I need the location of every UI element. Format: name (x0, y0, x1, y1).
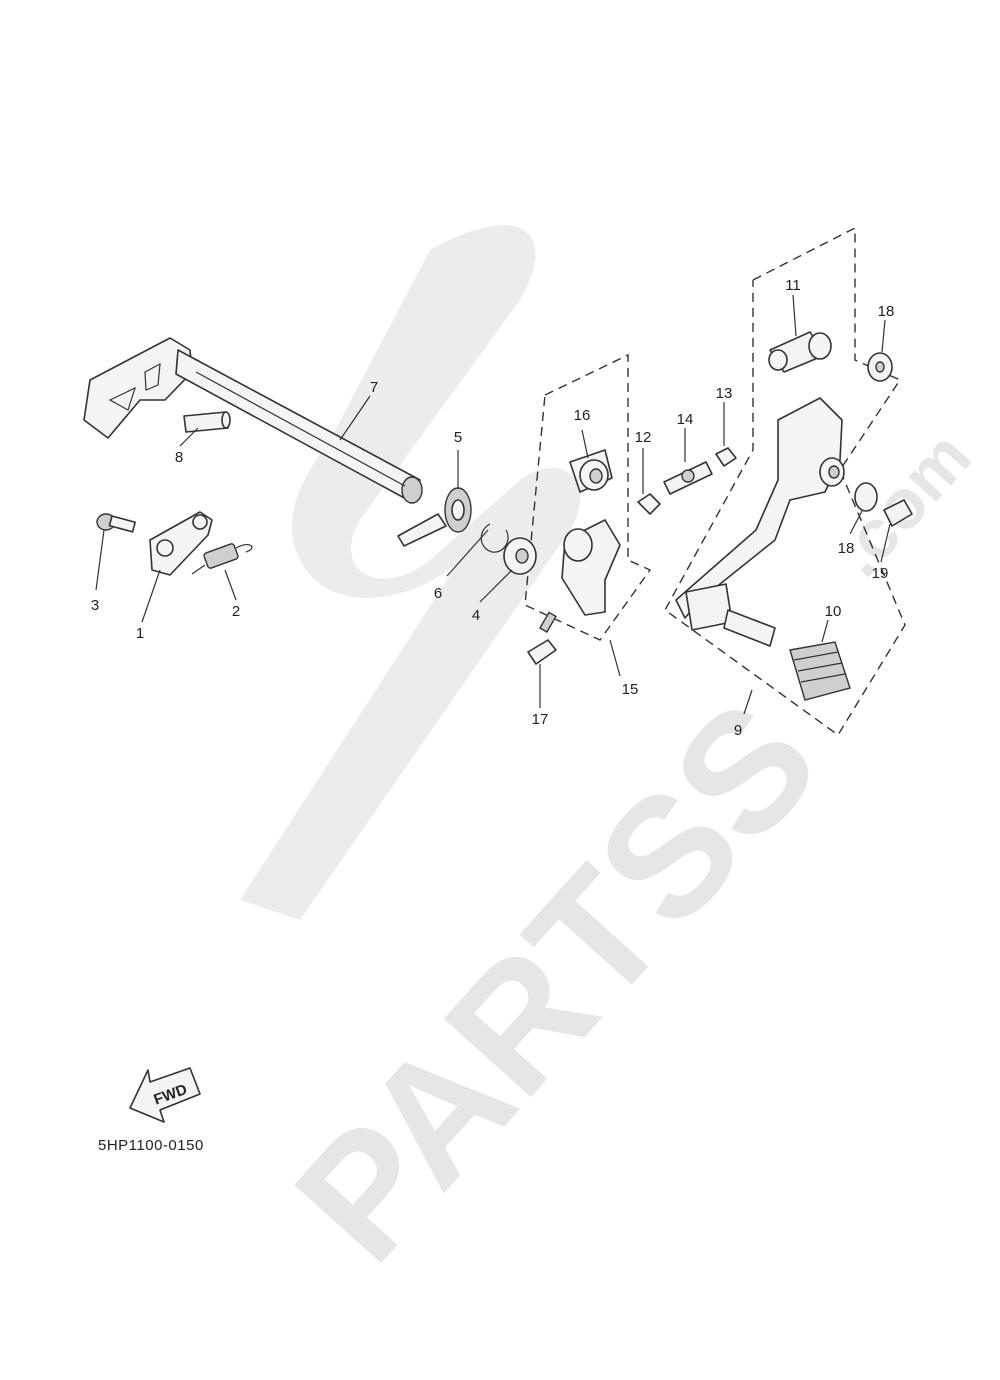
leader-lines (95, 294, 891, 715)
torsion-spring (397, 487, 472, 547)
callout-11: 11 (785, 277, 801, 294)
bolt-17 (527, 611, 557, 665)
callout-13: 13 (716, 385, 733, 402)
watermark-swoosh (240, 225, 581, 920)
pin (183, 411, 231, 433)
callout-17: 17 (532, 711, 549, 728)
callout-3: 3 (91, 597, 99, 614)
callout-8: 8 (175, 449, 183, 466)
callout-19: 19 (872, 565, 889, 582)
callout-labels: 1 2 3 4 5 6 7 8 9 10 11 12 13 14 15 16 1… (91, 277, 895, 739)
shift-arm (561, 519, 621, 616)
pedal-rubber (789, 641, 851, 701)
washer (503, 537, 537, 575)
rod-14 (663, 461, 713, 495)
circlip (480, 523, 509, 553)
washer-18-bottom (854, 482, 878, 512)
callout-18-bottom: 18 (838, 540, 855, 557)
callout-15: 15 (622, 681, 639, 698)
callout-5: 5 (454, 429, 462, 446)
callout-1: 1 (136, 625, 144, 642)
stopper-lever (149, 511, 213, 576)
nut-12 (637, 493, 661, 515)
watermark: PARTSS .com (240, 225, 986, 1296)
shift-shaft (83, 337, 423, 504)
callout-16: 16 (574, 407, 591, 424)
callout-9: 9 (734, 722, 742, 739)
group-outline-9 (664, 226, 906, 737)
callout-2: 2 (232, 603, 240, 620)
group-outlines (524, 226, 906, 737)
bolt-19 (883, 499, 913, 527)
group-outline-15 (524, 353, 652, 641)
change-pedal (675, 397, 845, 647)
diagram-code: 5HP1100-0150 (98, 1137, 204, 1154)
callout-7: 7 (370, 379, 378, 396)
joint-16 (569, 449, 613, 493)
callout-6: 6 (434, 585, 442, 602)
nut-13 (715, 447, 737, 467)
washer-18-top (867, 352, 893, 382)
callout-10: 10 (825, 603, 842, 620)
callout-12: 12 (635, 429, 652, 446)
callout-18-top: 18 (878, 303, 895, 320)
joint-11 (768, 331, 832, 373)
spring (191, 543, 253, 575)
fwd-arrow: FWD (129, 1067, 201, 1123)
bolt-3 (96, 513, 136, 533)
callout-4: 4 (472, 607, 480, 624)
callout-14: 14 (677, 411, 694, 428)
